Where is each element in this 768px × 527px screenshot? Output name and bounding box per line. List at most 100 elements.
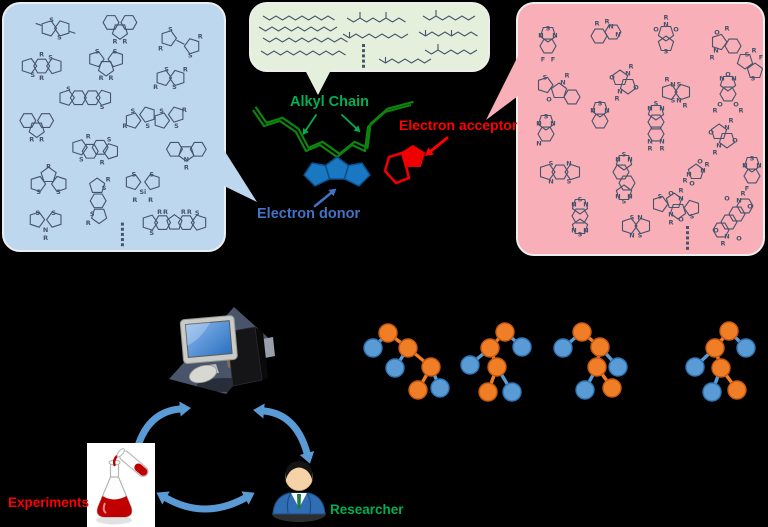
tree-node	[480, 338, 500, 358]
svg-text:N: N	[536, 139, 541, 147]
tree-node	[408, 380, 428, 400]
tree-node	[478, 382, 498, 402]
molecule-structure: NSN	[590, 99, 610, 129]
molecule-structure: NR	[165, 141, 207, 171]
svg-text:N: N	[184, 155, 189, 163]
svg-text:R: R	[187, 208, 192, 216]
svg-text:S: S	[49, 16, 54, 24]
svg-text:R: R	[659, 144, 664, 152]
molecule-tree-diagram	[363, 323, 450, 400]
tree-node	[495, 322, 515, 342]
svg-text:R: R	[647, 144, 652, 152]
svg-text:R: R	[728, 116, 733, 124]
svg-text:R: R	[86, 133, 91, 141]
svg-text:O: O	[708, 128, 714, 136]
svg-text:S: S	[131, 170, 136, 178]
alkyl-label-arrow	[341, 114, 361, 133]
svg-text:S: S	[51, 209, 56, 217]
alkyl-chain	[258, 26, 338, 32]
svg-text:R: R	[198, 33, 203, 41]
cycle-arrow	[156, 491, 255, 513]
svg-text:N: N	[550, 119, 555, 127]
alkyl-chain-right	[336, 100, 414, 158]
computer-illustration	[169, 307, 275, 394]
svg-text:R: R	[738, 106, 743, 114]
svg-text:N: N	[742, 161, 747, 169]
svg-text:N: N	[724, 123, 729, 131]
svg-text:N: N	[629, 231, 634, 239]
svg-text:R: R	[712, 106, 717, 114]
svg-text:N: N	[571, 226, 576, 234]
tree-node	[430, 378, 450, 398]
svg-text:S: S	[751, 74, 756, 82]
tree-node	[719, 321, 739, 341]
svg-text:N: N	[713, 46, 718, 54]
svg-text:N: N	[647, 137, 652, 145]
svg-text:S: S	[48, 53, 53, 61]
svg-text:F: F	[759, 53, 763, 61]
svg-text:S: S	[131, 107, 136, 115]
svg-text:R: R	[157, 208, 162, 216]
svg-text:R: R	[163, 208, 168, 216]
svg-text:S: S	[188, 51, 193, 59]
tree-node	[590, 337, 610, 357]
svg-text:S: S	[654, 99, 659, 107]
svg-text:O: O	[668, 189, 674, 197]
molecule-structure: SS	[35, 16, 76, 42]
svg-text:R: R	[122, 38, 127, 46]
svg-text:S: S	[145, 122, 150, 130]
tree-node	[385, 358, 405, 378]
svg-text:R: R	[122, 122, 127, 130]
svg-text:S: S	[195, 209, 200, 217]
svg-text:R: R	[99, 74, 104, 82]
svg-text:S: S	[544, 112, 549, 120]
alkyl-chain	[378, 58, 432, 64]
svg-text:N: N	[625, 69, 630, 77]
svg-text:N: N	[724, 232, 729, 240]
svg-text:S: S	[664, 47, 669, 55]
tree-node	[685, 357, 705, 377]
svg-text:R: R	[709, 53, 714, 61]
alkyl-chain	[260, 50, 346, 56]
svg-text:N: N	[617, 87, 622, 95]
svg-text:S: S	[750, 154, 755, 162]
tree-node	[398, 338, 418, 358]
electron-acceptor-label: Electron acceptor	[399, 117, 518, 133]
svg-text:R: R	[43, 234, 48, 242]
acceptor-unit	[383, 144, 426, 185]
svg-text:S: S	[549, 159, 554, 167]
tree-node	[602, 378, 622, 398]
molecule-tree-diagram	[553, 322, 628, 400]
svg-text:R: R	[682, 176, 687, 184]
tree-node	[553, 338, 573, 358]
tree-node	[587, 357, 607, 377]
electron-donor-label: Electron donor	[257, 206, 361, 222]
svg-text:N: N	[678, 194, 683, 202]
svg-text:R: R	[751, 46, 756, 54]
tree-node	[421, 357, 441, 377]
svg-text:R: R	[106, 175, 111, 183]
svg-text:R: R	[148, 196, 153, 204]
svg-text:S: S	[164, 65, 169, 73]
test-tube	[116, 448, 149, 477]
svg-text:O: O	[673, 25, 679, 33]
svg-text:R: R	[46, 162, 51, 170]
alkyl-chain	[346, 17, 406, 23]
tree-node	[502, 382, 522, 402]
